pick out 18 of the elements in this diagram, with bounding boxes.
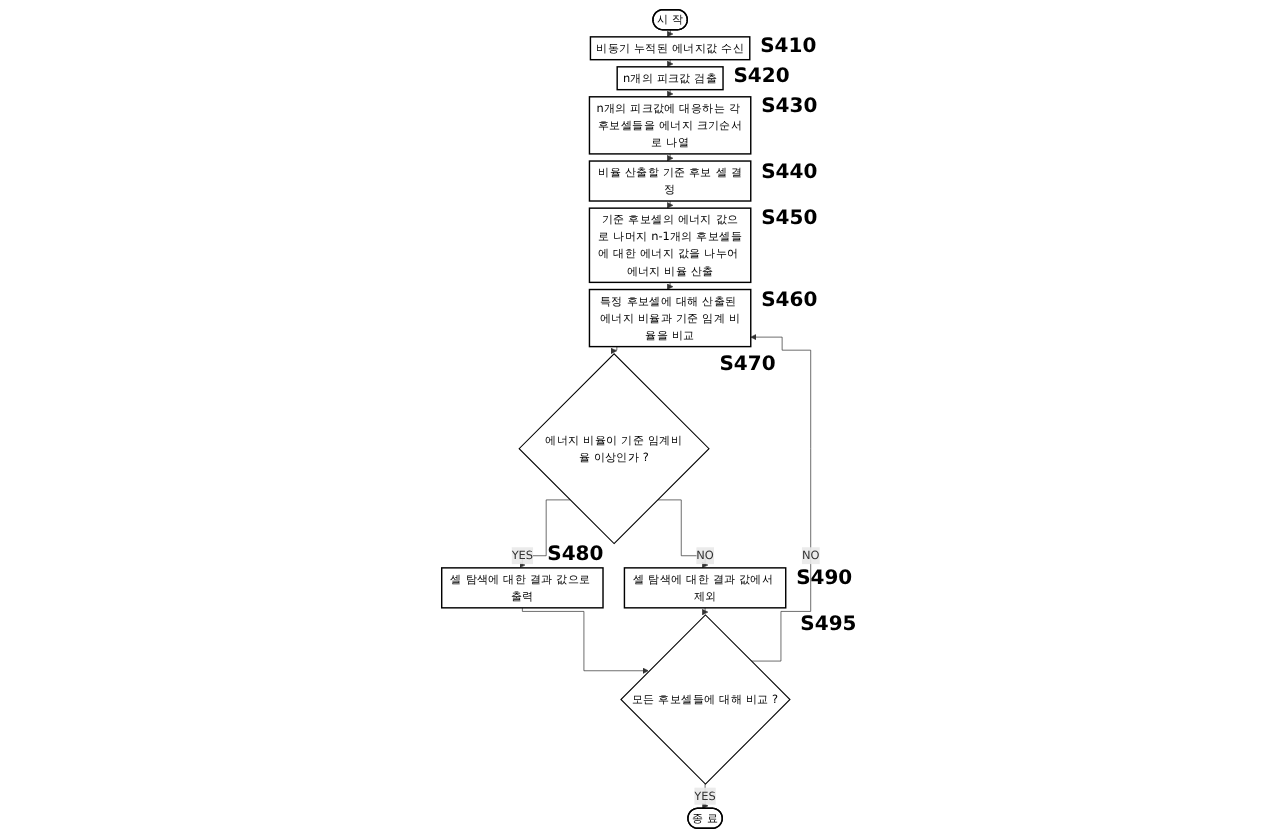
arrow bbox=[667, 153, 674, 162]
step-number: S470 bbox=[719, 353, 776, 376]
step-number: S480 bbox=[547, 543, 604, 566]
arrow bbox=[667, 59, 674, 68]
step-number: S430 bbox=[761, 96, 818, 119]
step-number: S490 bbox=[796, 567, 853, 590]
step-number: S460 bbox=[761, 289, 818, 312]
step-number: S420 bbox=[733, 66, 790, 89]
step-number: S440 bbox=[761, 161, 818, 184]
step-number: S495 bbox=[800, 614, 857, 637]
step-number: S410 bbox=[760, 36, 817, 59]
step-number: S450 bbox=[761, 208, 818, 231]
arrow bbox=[667, 282, 674, 290]
arrow bbox=[667, 29, 674, 38]
arrow bbox=[611, 346, 621, 355]
arrow bbox=[667, 200, 674, 209]
arrow bbox=[667, 89, 674, 98]
arrow bbox=[702, 607, 709, 616]
